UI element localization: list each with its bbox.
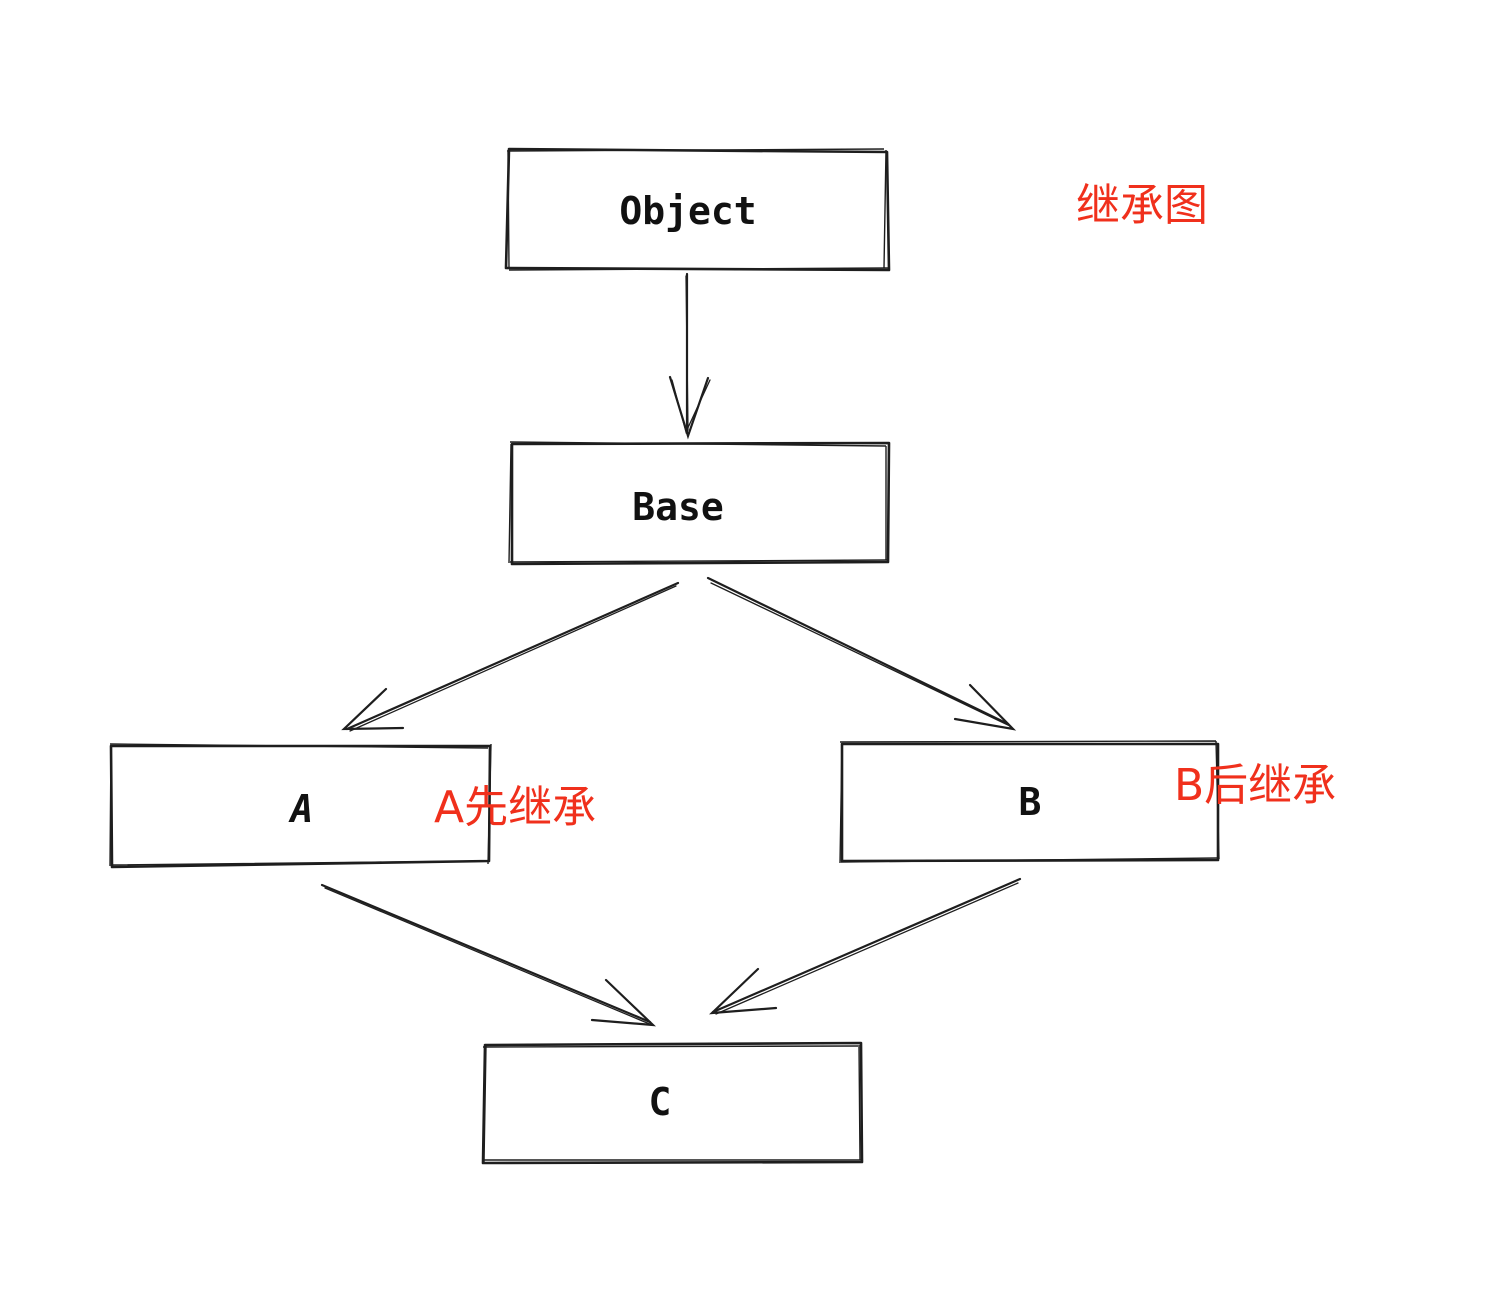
edge-base-b: [706, 576, 1017, 731]
edge-a-c: [320, 883, 657, 1027]
arrowhead-a-c: [590, 978, 657, 1027]
node-c[interactable]: C: [481, 1041, 864, 1165]
node-c-box: [481, 1041, 864, 1165]
node-b-box: [840, 742, 1220, 863]
node-b[interactable]: B: [839, 740, 1220, 864]
node-b-box-sketch: [839, 740, 1220, 864]
edge-object-base: [668, 272, 711, 440]
arrowhead-base-a: [341, 687, 405, 731]
arrowhead-object-base: [668, 375, 710, 440]
arrowhead-base-b: [953, 683, 1017, 731]
node-base-label: Base: [632, 485, 724, 529]
node-object-box: [504, 147, 891, 272]
node-base-box-sketch: [508, 441, 889, 564]
node-object-label: Object: [619, 189, 756, 233]
note-a-first: A先继承: [434, 782, 596, 833]
edge-base-a: [341, 581, 680, 732]
node-base[interactable]: Base: [508, 441, 891, 566]
node-object[interactable]: Object: [504, 147, 891, 272]
diagram-title: 继承图: [1076, 180, 1208, 231]
node-a-label: A: [288, 787, 314, 831]
edge-b-c: [709, 877, 1022, 1015]
node-a-box-sketch: [109, 743, 492, 867]
node-object-box-sketch: [506, 148, 889, 271]
node-a[interactable]: A: [109, 743, 492, 869]
node-base-box: [510, 441, 891, 566]
note-b-later: B后继承: [1174, 760, 1336, 811]
node-c-box-sketch: [482, 1044, 861, 1164]
node-c-label: C: [649, 1080, 672, 1124]
arrowhead-b-c: [709, 967, 778, 1015]
node-b-label: B: [1019, 780, 1042, 824]
